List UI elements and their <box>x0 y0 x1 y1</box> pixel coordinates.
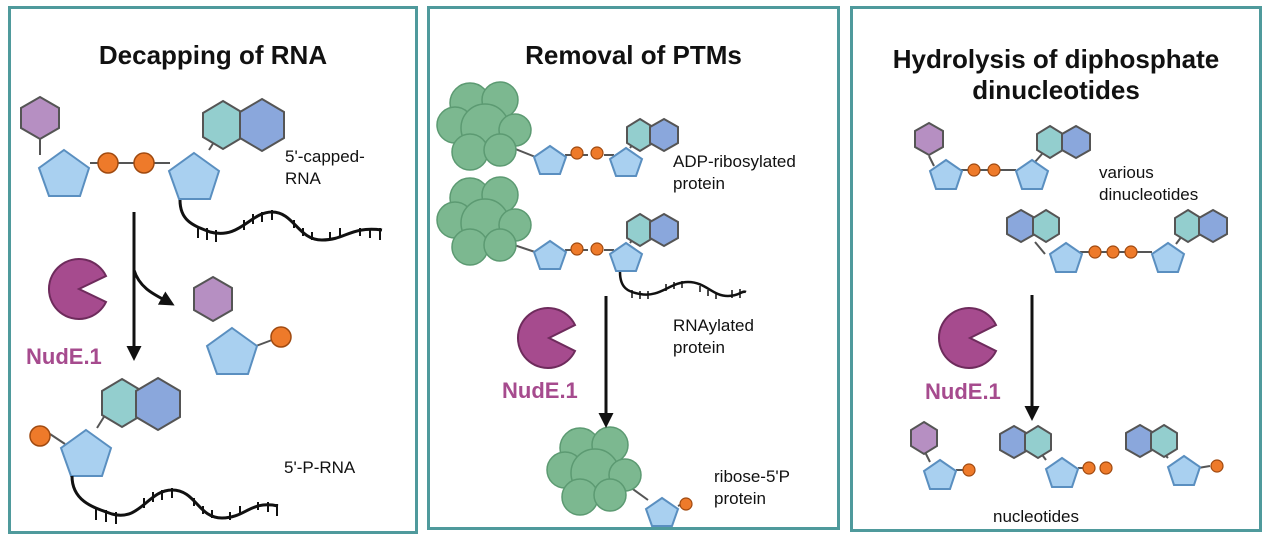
rna-strand-icon <box>70 475 279 520</box>
phosphate-icon <box>1210 459 1224 473</box>
pentagon-icon <box>928 158 964 190</box>
hexagon-blue-icon <box>649 212 679 248</box>
hexagon-purple-icon <box>914 121 944 157</box>
enzyme-label: NudE.1 <box>502 378 578 403</box>
pentagon-icon <box>37 148 91 197</box>
pentagon-icon <box>608 146 644 177</box>
phosphate-icon <box>570 242 584 256</box>
hexagon-purple-icon <box>910 420 938 456</box>
pentagon-icon <box>922 458 958 490</box>
phosphate-icon <box>1082 461 1096 475</box>
pentagon-icon <box>644 496 680 527</box>
protein-blob-icon <box>436 81 532 171</box>
pacman-enzyme-icon <box>937 307 998 369</box>
panel-title-decapping: Decapping of RNA <box>98 40 328 70</box>
hexagon-teal-icon <box>1032 208 1060 244</box>
hexagon-teal-icon <box>202 99 244 151</box>
hexagon-purple-icon <box>193 275 233 323</box>
pentagon-icon <box>532 239 568 270</box>
hexagon-teal-icon <box>1174 208 1202 244</box>
rna-strand-icon <box>618 271 747 298</box>
panel-title-ptm: Removal of PTMs <box>525 40 742 70</box>
phosphate-icon <box>679 497 693 511</box>
hexagon-blue-icon <box>1061 124 1091 160</box>
label-p-rna: 5'-P-RNA <box>284 458 356 477</box>
enzyme-label: NudE.1 <box>26 344 102 369</box>
rna-strand-icon <box>178 199 383 242</box>
hexagon-teal-icon <box>1036 124 1064 160</box>
label-various-dinucleotides: various dinucleotides <box>1099 163 1199 204</box>
hexagon-blue-icon <box>135 376 181 432</box>
hexagon-blue-icon <box>649 117 679 153</box>
phosphate-icon <box>590 146 604 160</box>
phosphate-icon <box>570 146 584 160</box>
pacman-enzyme-icon <box>516 307 577 369</box>
hexagon-teal-icon <box>1150 423 1178 459</box>
hexagon-blue-icon <box>239 97 285 153</box>
label-capped-rna: 5'-capped- RNA <box>285 147 365 188</box>
phosphate-icon <box>967 163 981 177</box>
protein-blob-icon <box>436 176 532 266</box>
phosphate-icon <box>1106 245 1120 259</box>
phosphate-icon <box>1099 461 1113 475</box>
pentagon-icon <box>1048 241 1084 273</box>
phosphate-icon <box>133 152 155 174</box>
phosphate-icon <box>97 152 119 174</box>
phosphate-icon <box>962 463 976 477</box>
hexagon-blue-icon <box>999 424 1029 460</box>
enzyme-label: NudE.1 <box>925 379 1001 404</box>
hexagon-blue-icon <box>1125 423 1155 459</box>
label-rnaylated: RNAylated protein <box>673 316 754 357</box>
pentagon-icon <box>59 428 113 477</box>
pentagon-icon <box>167 151 221 200</box>
phosphate-icon <box>1124 245 1138 259</box>
pacman-enzyme-icon <box>47 258 108 320</box>
hexagon-teal-icon <box>1024 424 1052 460</box>
phosphate-icon <box>590 242 604 256</box>
pentagon-icon <box>1166 454 1202 486</box>
pentagon-icon <box>1150 241 1186 273</box>
phosphate-icon <box>987 163 1001 177</box>
pentagon-icon <box>532 144 568 175</box>
pentagon-icon <box>1044 456 1080 488</box>
pentagon-icon <box>205 326 259 375</box>
pentagon-icon <box>608 241 644 272</box>
hexagon-blue-icon <box>1006 208 1036 244</box>
phosphate-icon <box>270 326 292 348</box>
hexagon-blue-icon <box>1198 208 1228 244</box>
panel-title-hydrolysis: Hydrolysis of diphosphate dinucleotides <box>892 44 1220 105</box>
protein-blob-icon <box>546 426 642 516</box>
pentagon-icon <box>1014 158 1050 190</box>
label-adp-ribosylated: ADP-ribosylated protein <box>673 152 796 193</box>
phosphate-icon <box>1088 245 1102 259</box>
label-nucleotides: nucleotides <box>993 507 1080 526</box>
phosphate-icon <box>29 425 51 447</box>
hexagon-purple-icon <box>20 95 60 141</box>
label-ribose-5p: ribose-5'P protein <box>714 467 791 508</box>
